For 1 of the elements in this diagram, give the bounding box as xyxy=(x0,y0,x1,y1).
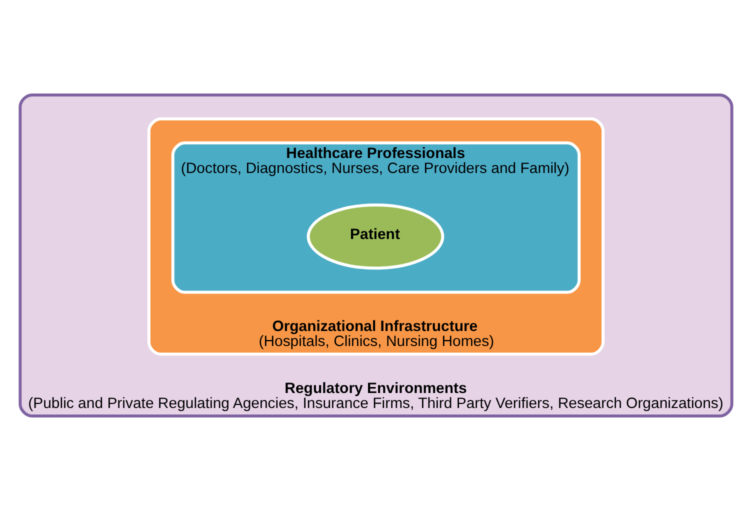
node-ellipse: Patient xyxy=(306,202,444,270)
